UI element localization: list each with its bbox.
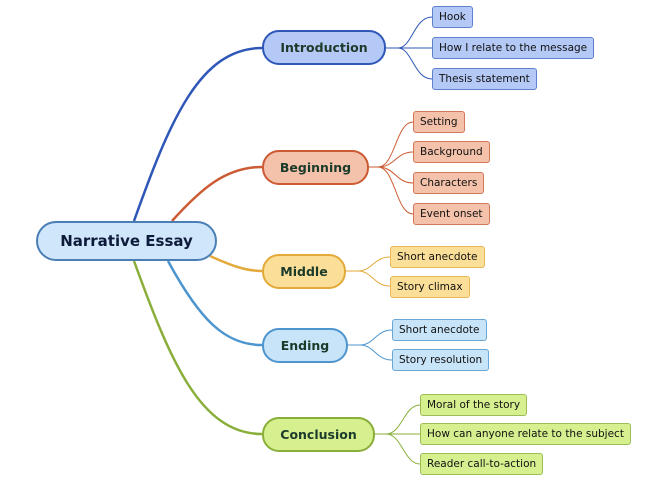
leaf-label: Story resolution [399,354,483,366]
leaf-short-anecdote-middle[interactable]: Short anecdote [390,246,485,268]
leaf-setting[interactable]: Setting [413,111,465,133]
link-middle-anecdote [345,256,391,272]
leaf-label: How can anyone relate to the subject [427,428,624,440]
leaf-how-i-relate[interactable]: How I relate to the message [432,37,595,59]
leaf-label: Characters [420,177,478,189]
link-root-ending [166,260,263,347]
leaf-how-can-anyone-relate[interactable]: How can anyone relate to the subject [420,423,631,445]
leaf-background[interactable]: Background [413,141,490,163]
branch-middle[interactable]: Middle [262,254,346,289]
link-introduction-hook [386,16,433,49]
leaf-story-resolution[interactable]: Story resolution [392,349,490,371]
branch-conclusion[interactable]: Conclusion [262,417,375,452]
leaf-short-anecdote-ending[interactable]: Short anecdote [392,319,487,341]
branch-label: Ending [280,338,330,353]
link-introduction-thesis [386,47,433,80]
link-conclusion-cta [374,433,421,465]
link-root-middle [209,254,263,273]
leaf-label: Setting [420,116,458,128]
link-beginning-event [368,166,414,215]
leaf-moral-of-the-story[interactable]: Moral of the story [420,394,528,416]
leaf-event-onset[interactable]: Event onset [413,203,490,225]
link-ending-anecdote [347,329,393,346]
link-ending-resolution [347,344,393,361]
branch-beginning[interactable]: Beginning [262,150,369,185]
branch-ending[interactable]: Ending [262,328,348,363]
link-beginning-background [368,151,414,168]
leaf-hook[interactable]: Hook [432,6,473,28]
leaf-characters[interactable]: Characters [413,172,485,194]
leaf-label: Hook [439,11,466,23]
leaf-label: Reader call-to-action [427,458,537,470]
link-beginning-characters [368,166,414,184]
link-root-introduction [132,46,263,222]
leaf-label: How I relate to the message [439,42,588,54]
link-beginning-setting [368,121,414,168]
link-conclusion-moral [374,404,421,435]
root-node[interactable]: Narrative Essay [36,221,217,261]
link-root-beginning [171,165,263,222]
leaf-label: Moral of the story [427,399,521,411]
leaf-label: Event onset [420,208,483,220]
branch-label: Beginning [279,160,352,175]
branch-label: Introduction [280,40,368,55]
leaf-label: Short anecdote [397,251,478,263]
branch-label: Middle [280,264,328,279]
leaf-label: Short anecdote [399,324,480,336]
leaf-story-climax[interactable]: Story climax [390,276,470,298]
leaf-thesis-statement[interactable]: Thesis statement [432,68,537,90]
leaf-label: Background [420,146,483,158]
root-label: Narrative Essay [60,232,193,250]
branch-label: Conclusion [280,427,357,442]
leaf-label: Thesis statement [439,73,530,85]
link-root-conclusion [132,260,263,436]
leaf-reader-call-to-action[interactable]: Reader call-to-action [420,453,544,475]
branch-introduction[interactable]: Introduction [262,30,386,65]
link-middle-climax [345,270,391,287]
leaf-label: Story climax [397,281,463,293]
